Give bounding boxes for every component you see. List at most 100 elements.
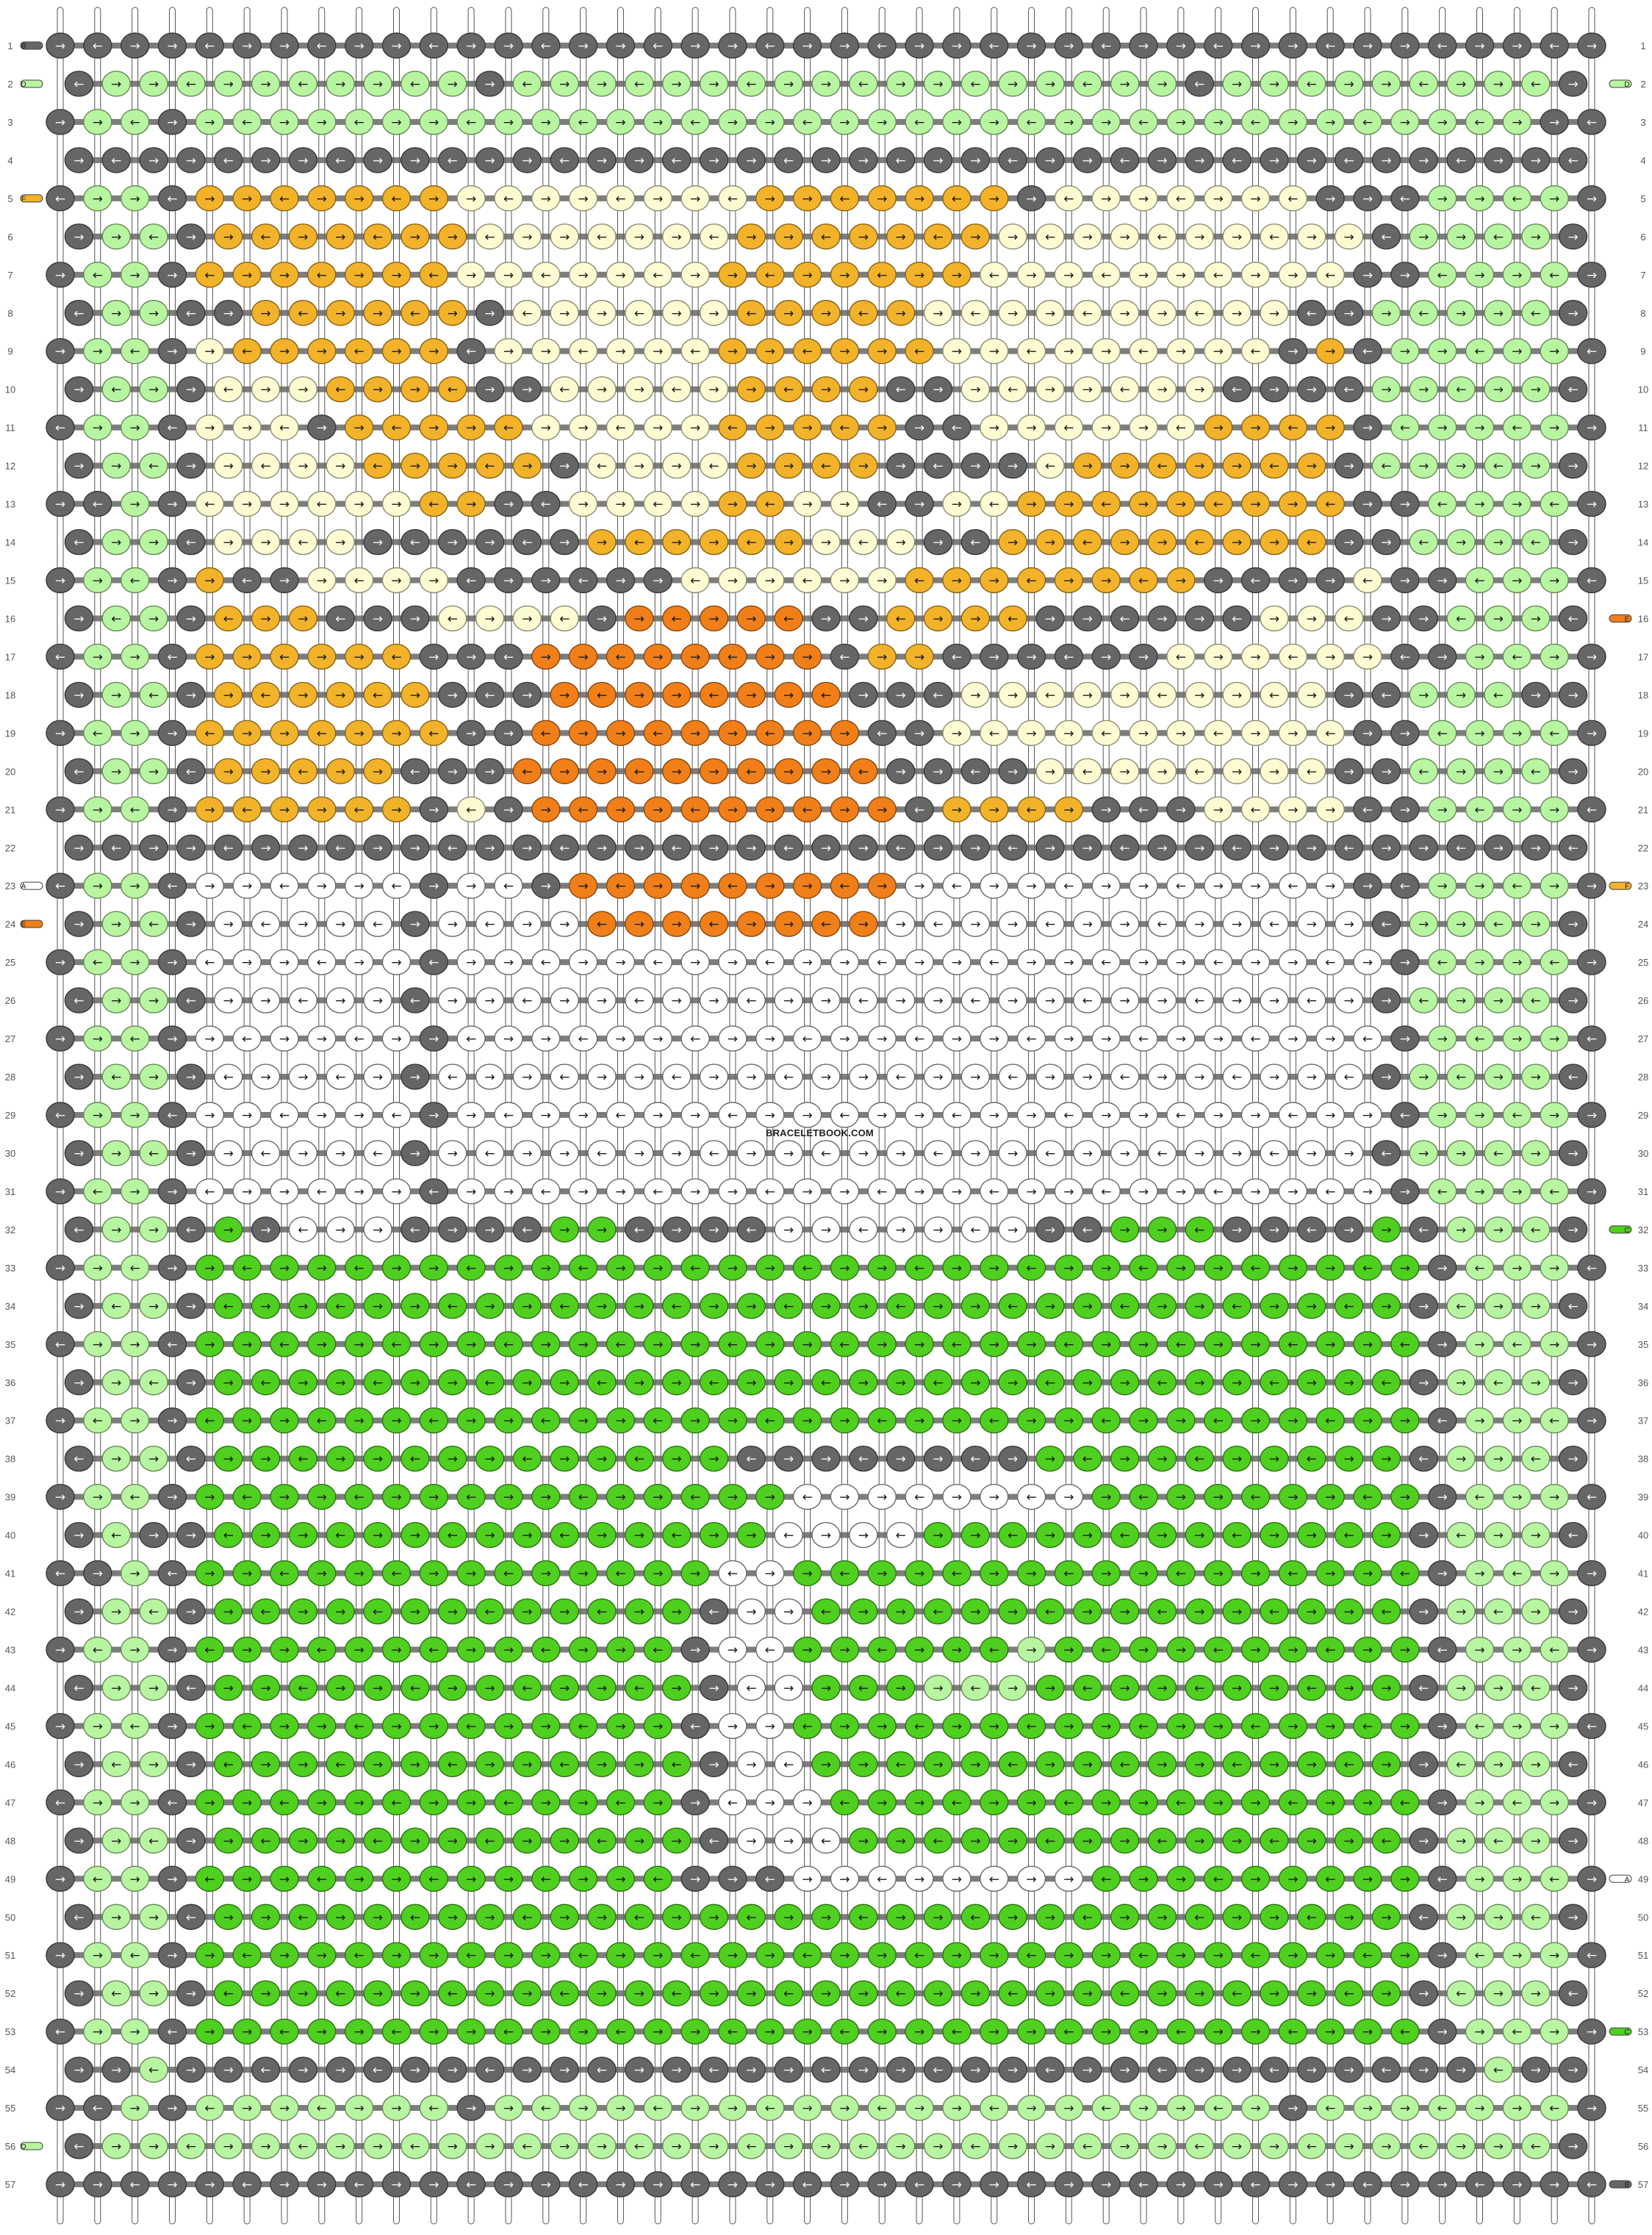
knot-arrow-icon: ← bbox=[111, 1529, 121, 1543]
knot-arrow-icon: → bbox=[970, 841, 980, 855]
knot-arrow-icon: ← bbox=[1008, 611, 1018, 626]
knot-arrow-icon: → bbox=[1063, 39, 1074, 54]
knot-arrow-icon: → bbox=[73, 1529, 84, 1543]
knot-arrow-icon: → bbox=[690, 1108, 700, 1123]
knot-arrow-icon: → bbox=[204, 1567, 215, 1582]
knot-arrow-icon: → bbox=[1531, 2063, 1541, 2078]
knot-arrow-icon: → bbox=[1549, 1719, 1559, 1734]
knot-arrow-icon: ← bbox=[1400, 1795, 1410, 1810]
knot-arrow-icon: → bbox=[242, 726, 252, 741]
knot-arrow-icon: → bbox=[541, 1108, 551, 1123]
knot-arrow-icon: ← bbox=[73, 994, 84, 1008]
knot-arrow-icon: → bbox=[93, 421, 103, 436]
row-number-right: 52 bbox=[1638, 1988, 1648, 1999]
knot-arrow-icon: → bbox=[111, 688, 121, 703]
knot-arrow-icon: → bbox=[484, 306, 495, 321]
knot-arrow-icon: ← bbox=[765, 726, 775, 741]
knot-arrow-icon: ← bbox=[1194, 764, 1204, 779]
knot-arrow-icon: → bbox=[1587, 955, 1597, 970]
knot-arrow-icon: ← bbox=[783, 611, 794, 626]
string-end-tab bbox=[1609, 2180, 1632, 2189]
knot-arrow-icon: → bbox=[1176, 2178, 1186, 2192]
knot-arrow-icon: → bbox=[1400, 1872, 1410, 1887]
knot bbox=[830, 32, 860, 59]
knot-arrow-icon: → bbox=[989, 1719, 999, 1734]
knot-arrow-icon: → bbox=[1325, 1795, 1335, 1810]
knot-arrow-icon: ← bbox=[615, 1567, 625, 1582]
knot-arrow-icon: ← bbox=[1307, 1681, 1317, 1696]
knot-arrow-icon: → bbox=[597, 154, 607, 168]
knot-arrow-icon: → bbox=[1362, 268, 1373, 283]
knot-arrow-icon: ← bbox=[1288, 1338, 1298, 1352]
knot-arrow-icon: → bbox=[1026, 268, 1036, 283]
knot-arrow-icon: → bbox=[1307, 1529, 1317, 1543]
knot-arrow-icon: → bbox=[746, 1987, 756, 2001]
knot-arrow-icon: ← bbox=[672, 1070, 682, 1085]
knot-arrow-icon: → bbox=[1120, 459, 1130, 474]
knot-arrow-icon: ← bbox=[1343, 1529, 1354, 1543]
knot-arrow-icon: → bbox=[1549, 2025, 1559, 2040]
knot-arrow-icon: ← bbox=[746, 1681, 756, 1696]
knot-arrow-icon: ← bbox=[484, 459, 495, 474]
knot-arrow-icon: ← bbox=[55, 1795, 65, 1810]
knot-arrow-icon: ← bbox=[242, 2178, 252, 2192]
knot-arrow-icon: → bbox=[970, 1529, 980, 1543]
knot-arrow-icon: → bbox=[1307, 841, 1317, 855]
knot-arrow-icon: ← bbox=[317, 1643, 327, 1658]
knot-arrow-icon: ← bbox=[130, 1948, 140, 1963]
knot-arrow-icon: → bbox=[130, 421, 140, 436]
knot-arrow-icon: → bbox=[783, 77, 794, 92]
knot-arrow-icon: → bbox=[1138, 2025, 1149, 2040]
knot-arrow-icon: ← bbox=[223, 1070, 234, 1085]
knot-arrow-icon: → bbox=[728, 1032, 738, 1047]
knot-arrow-icon: → bbox=[1307, 383, 1317, 398]
knot-arrow-icon: → bbox=[1026, 726, 1036, 741]
knot-arrow-icon: → bbox=[1232, 2063, 1242, 2078]
knot-arrow-icon: → bbox=[242, 39, 252, 54]
knot-arrow-icon: ← bbox=[93, 2101, 103, 2116]
knot-arrow-icon: ← bbox=[1232, 1070, 1242, 1085]
knot bbox=[419, 32, 448, 59]
knot-arrow-icon: → bbox=[522, 1834, 532, 1848]
knot-arrow-icon: → bbox=[728, 345, 738, 359]
knot-arrow-icon: ← bbox=[223, 611, 234, 626]
knot-arrow-icon: → bbox=[933, 306, 943, 321]
knot-arrow-icon: → bbox=[1176, 1719, 1186, 1734]
knot-arrow-icon: → bbox=[802, 1185, 812, 1199]
string-end-letter: F bbox=[1625, 883, 1629, 891]
knot-arrow-icon: → bbox=[1456, 230, 1466, 245]
knot-arrow-icon: → bbox=[373, 536, 383, 550]
knot-arrow-icon: → bbox=[93, 574, 103, 589]
knot-arrow-icon: ← bbox=[223, 383, 234, 398]
knot-arrow-icon: → bbox=[1138, 1643, 1149, 1658]
knot-arrow-icon: ← bbox=[839, 421, 850, 436]
knot-arrow-icon: ← bbox=[989, 498, 999, 512]
knot-arrow-icon: → bbox=[746, 1605, 756, 1620]
knot-arrow-icon: ← bbox=[970, 306, 980, 321]
knot-arrow-icon: → bbox=[298, 154, 308, 168]
knot-arrow-icon: ← bbox=[1325, 268, 1335, 283]
knot-arrow-icon: → bbox=[802, 1108, 812, 1123]
knot-arrow-icon: → bbox=[466, 879, 476, 894]
knot-arrow-icon: → bbox=[167, 1032, 177, 1047]
knot-arrow-icon: ← bbox=[1138, 574, 1149, 589]
knot-arrow-icon: ← bbox=[1400, 650, 1410, 664]
knot-arrow-icon: → bbox=[1176, 115, 1186, 130]
knot-arrow-icon: → bbox=[167, 726, 177, 741]
knot-arrow-icon: ← bbox=[1325, 39, 1335, 54]
knot-arrow-icon: → bbox=[242, 2025, 252, 2040]
knot-arrow-icon: ← bbox=[1307, 536, 1317, 550]
knot-arrow-icon: ← bbox=[204, 268, 215, 283]
knot-arrow-icon: → bbox=[335, 688, 345, 703]
knot-arrow-icon: ← bbox=[1549, 498, 1559, 512]
knot-arrow-icon: → bbox=[1456, 536, 1466, 550]
knot-arrow-icon: ← bbox=[1381, 688, 1391, 703]
knot-arrow-icon: → bbox=[1120, 1681, 1130, 1696]
knot-arrow-icon: ← bbox=[1194, 1910, 1204, 1925]
knot-arrow-icon: → bbox=[1194, 1529, 1204, 1543]
knot-arrow-icon: → bbox=[204, 1032, 215, 1047]
knot-arrow-icon: ← bbox=[578, 345, 588, 359]
knot-arrow-icon: ← bbox=[186, 77, 196, 92]
row-number-left: 11 bbox=[5, 423, 15, 434]
knot-arrow-icon: → bbox=[317, 192, 327, 207]
